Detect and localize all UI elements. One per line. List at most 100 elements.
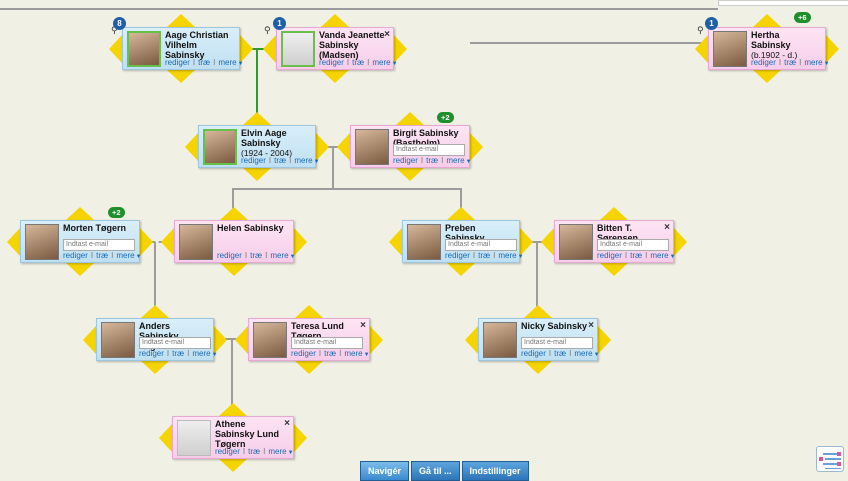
person-name[interactable]: Preben Sabinsky [445, 223, 511, 243]
chevron-down-icon[interactable]: ▼ [517, 254, 524, 260]
person-name[interactable]: Nicky Sabinsky [521, 321, 589, 331]
more-link[interactable]: mere [268, 447, 287, 456]
person-name[interactable]: Elvin Aage Sabinsky(1924 - 2004) [241, 128, 307, 158]
navigate-up-icon[interactable] [524, 305, 552, 318]
navigate-down-icon[interactable] [167, 70, 195, 83]
tab-goto[interactable]: Gå til ... [411, 461, 460, 481]
navigate-right-icon[interactable] [316, 132, 329, 161]
navigate-down-icon[interactable] [141, 361, 169, 374]
navigate-left-icon[interactable] [235, 325, 248, 354]
avatar[interactable] [179, 224, 213, 260]
avatar[interactable] [253, 322, 287, 358]
chevron-down-icon[interactable]: ▼ [211, 352, 218, 358]
navigate-up-icon[interactable] [141, 305, 169, 318]
navigate-down-icon[interactable] [396, 168, 424, 181]
more-relatives-badge[interactable]: +2 [437, 112, 454, 123]
relatives-count-icon[interactable]: 1 [273, 17, 286, 30]
navigate-up-icon[interactable] [447, 207, 475, 220]
navigate-left-icon[interactable] [185, 132, 198, 161]
navigate-down-icon[interactable] [219, 459, 247, 472]
avatar[interactable] [177, 420, 211, 456]
tab-navigate[interactable]: Navigér [360, 461, 410, 481]
email-input[interactable]: Indtast e-mail [445, 239, 517, 251]
tree-view-icon[interactable] [816, 446, 844, 472]
avatar[interactable] [281, 31, 315, 67]
chevron-down-icon[interactable]: ▼ [237, 61, 244, 67]
edit-link[interactable]: rediger [165, 58, 190, 67]
navigate-up-icon[interactable] [220, 207, 248, 220]
tab-settings[interactable]: Indstillinger [461, 461, 529, 481]
navigate-right-icon[interactable] [240, 34, 253, 63]
chevron-down-icon[interactable]: ▼ [465, 159, 472, 165]
navigate-down-icon[interactable] [447, 263, 475, 276]
navigate-left-icon[interactable] [109, 34, 122, 63]
tree-link[interactable]: træ [554, 349, 567, 358]
avatar[interactable] [483, 322, 517, 358]
navigate-down-icon[interactable] [243, 168, 271, 181]
tree-link[interactable]: træ [274, 156, 287, 165]
email-input[interactable]: Indtast e-mail [393, 144, 465, 156]
tree-link[interactable]: træ [324, 349, 337, 358]
tree-link[interactable]: træ [250, 251, 263, 260]
navigate-up-icon[interactable] [167, 14, 195, 27]
more-link[interactable]: mere [344, 349, 363, 358]
navigate-down-icon[interactable] [66, 263, 94, 276]
chevron-down-icon[interactable]: ▼ [391, 61, 398, 67]
edit-link[interactable]: rediger [393, 156, 418, 165]
tree-link[interactable]: træ [248, 447, 261, 456]
close-icon[interactable]: × [588, 320, 594, 331]
relatives-count-icon[interactable]: 1 [705, 17, 718, 30]
more-link[interactable]: mere [650, 251, 669, 260]
chevron-down-icon[interactable]: ▼ [593, 352, 600, 358]
avatar[interactable] [713, 31, 747, 67]
search-relatives-icon[interactable]: ⚲ [697, 25, 704, 35]
edit-link[interactable]: rediger [215, 447, 240, 456]
avatar[interactable] [559, 224, 593, 260]
navigate-right-icon[interactable] [470, 132, 483, 161]
navigate-up-icon[interactable] [600, 207, 628, 220]
email-input[interactable]: Indtast e-mail [597, 239, 669, 251]
navigate-left-icon[interactable] [337, 132, 350, 161]
more-link[interactable]: mere [446, 156, 465, 165]
navigate-up-icon[interactable] [219, 403, 247, 416]
person-name[interactable]: Teresa Lund Tøgern [291, 321, 361, 341]
email-input[interactable]: Indtast e-mail [291, 337, 363, 349]
edit-link[interactable]: rediger [217, 251, 242, 260]
navigate-down-icon[interactable] [753, 70, 781, 83]
navigate-left-icon[interactable] [161, 227, 174, 256]
avatar[interactable] [101, 322, 135, 358]
close-icon[interactable]: × [384, 29, 390, 40]
navigate-down-icon[interactable] [295, 361, 323, 374]
edit-link[interactable]: rediger [445, 251, 470, 260]
navigate-left-icon[interactable] [695, 34, 708, 63]
email-input[interactable]: Indtast e-mail [139, 337, 211, 349]
tree-link[interactable]: træ [96, 251, 109, 260]
tree-link[interactable]: træ [172, 349, 185, 358]
avatar[interactable] [355, 129, 389, 165]
search-relatives-icon[interactable]: ⚲ [111, 25, 118, 35]
tree-link[interactable]: træ [426, 156, 439, 165]
close-icon[interactable]: × [360, 320, 366, 331]
navigate-right-icon[interactable] [370, 325, 383, 354]
person-name[interactable]: Vanda Jeanette Sabinsky (Madsen) [319, 30, 385, 60]
navigate-left-icon[interactable] [389, 227, 402, 256]
more-link[interactable]: mere [218, 58, 237, 67]
edit-link[interactable]: rediger [319, 58, 344, 67]
navigate-down-icon[interactable] [321, 70, 349, 83]
edit-link[interactable]: rediger [63, 251, 88, 260]
more-link[interactable]: mere [116, 251, 135, 260]
avatar[interactable] [407, 224, 441, 260]
more-link[interactable]: mere [270, 251, 289, 260]
more-link[interactable]: mere [498, 251, 517, 260]
navigate-right-icon[interactable] [598, 325, 611, 354]
navigate-left-icon[interactable] [83, 325, 96, 354]
person-name[interactable]: Helen Sabinsky [217, 223, 285, 233]
close-icon[interactable]: × [284, 418, 290, 429]
